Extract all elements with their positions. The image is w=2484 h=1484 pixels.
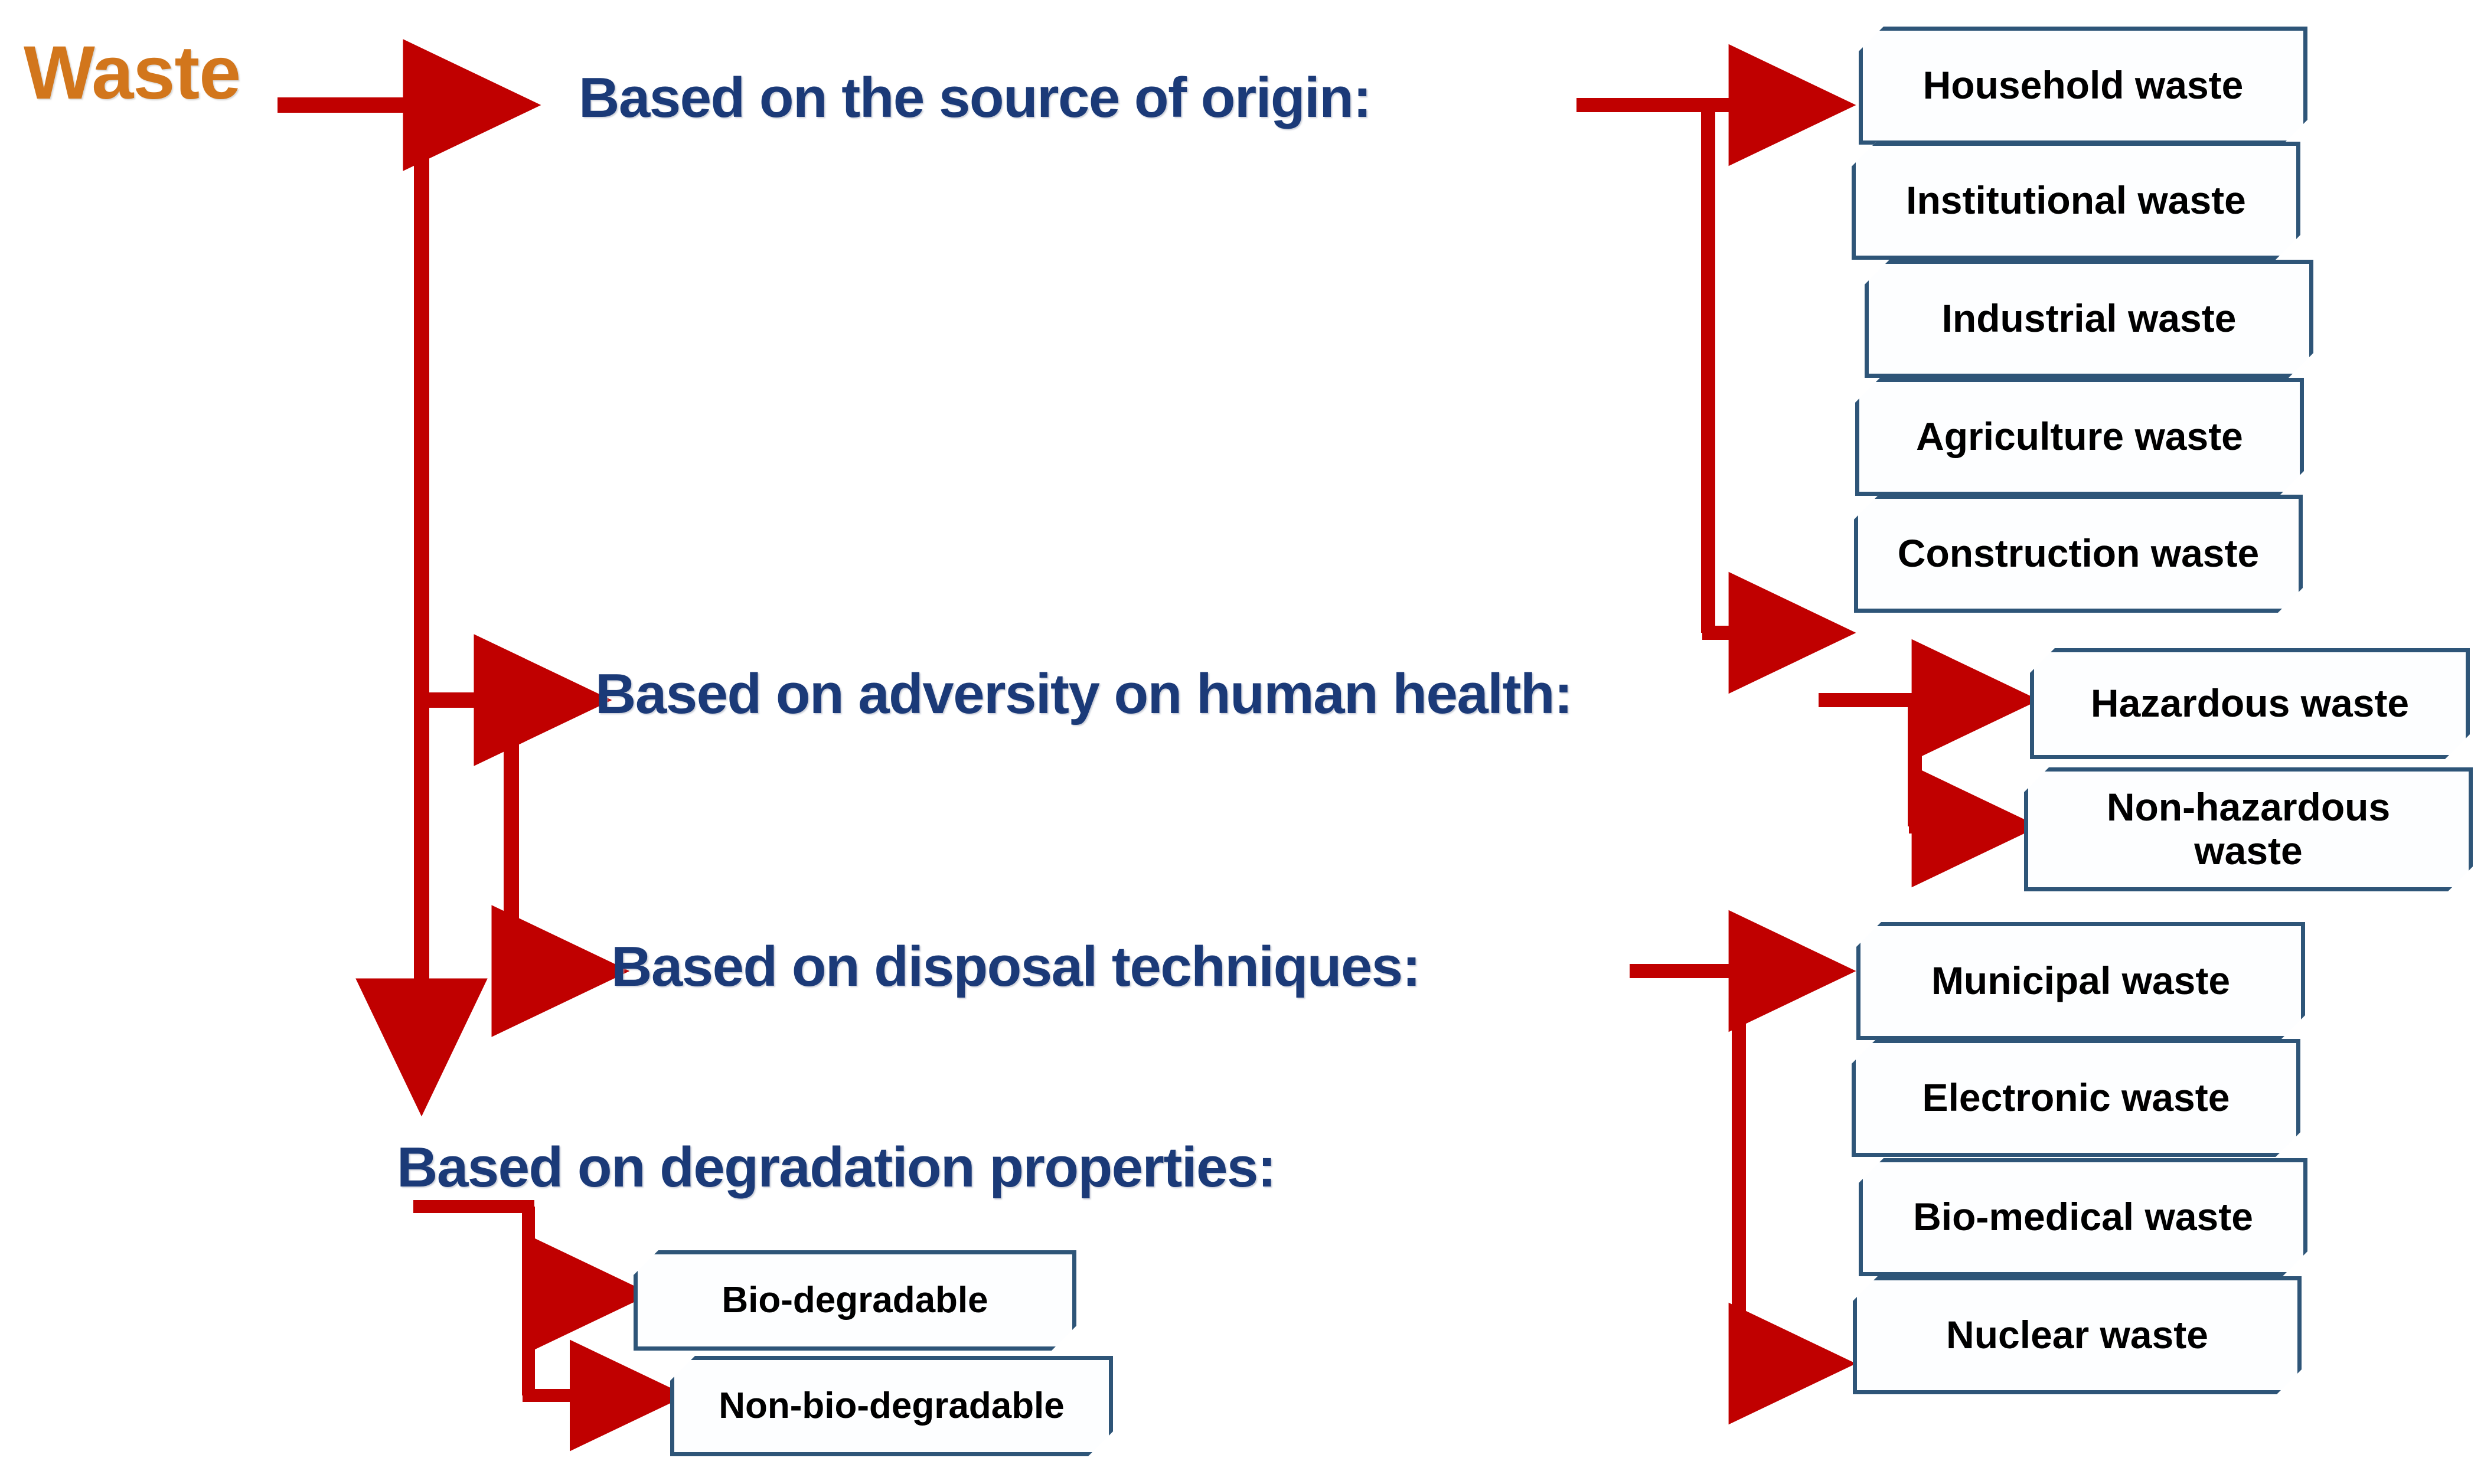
node-box-construction-waste[interactable]: Construction waste xyxy=(1854,495,2303,613)
node-box-institutional-waste[interactable]: Institutional waste xyxy=(1852,142,2300,260)
category-heading-disposal-techniques[interactable]: Based on disposal techniques: xyxy=(611,935,1421,998)
node-box-electronic-waste[interactable]: Electronic waste xyxy=(1852,1039,2300,1157)
node-label: Bio-degradable xyxy=(722,1280,988,1321)
node-box-non-hazardous-waste[interactable]: Non-hazardous waste xyxy=(2024,767,2473,891)
node-label: Electronic waste xyxy=(1922,1076,2230,1120)
node-label: Hazardous waste xyxy=(2090,681,2410,725)
node-box-nuclear-waste[interactable]: Nuclear waste xyxy=(1853,1276,2302,1394)
node-label: Construction waste xyxy=(1897,531,2260,576)
category-heading-degradation-properties[interactable]: Based on degradation properties: xyxy=(397,1136,1277,1199)
category-heading-source-of-origin[interactable]: Based on the source of origin: xyxy=(579,66,1372,129)
node-box-bio-degradable[interactable]: Bio-degradable xyxy=(634,1250,1076,1351)
node-box-hazardous-waste[interactable]: Hazardous waste xyxy=(2030,648,2470,759)
node-label: Agriculture waste xyxy=(1916,414,2243,459)
node-box-industrial-waste[interactable]: Industrial waste xyxy=(1865,260,2313,378)
category-heading-adversity-human-health[interactable]: Based on adversity on human health: xyxy=(595,662,1573,725)
node-box-agriculture-waste[interactable]: Agriculture waste xyxy=(1855,378,2304,496)
node-label: Non-bio-degradable xyxy=(719,1385,1065,1427)
node-label: Bio-medical waste xyxy=(1913,1195,2253,1239)
node-box-municipal-waste[interactable]: Municipal waste xyxy=(1856,922,2305,1040)
node-box-bio-medical-waste[interactable]: Bio-medical waste xyxy=(1859,1158,2307,1276)
node-label: Non-hazardous waste xyxy=(2106,785,2391,872)
node-label: Municipal waste xyxy=(1931,959,2231,1003)
node-label: Institutional waste xyxy=(1906,178,2246,223)
root-node-waste: Waste xyxy=(24,31,241,115)
node-label: Nuclear waste xyxy=(1946,1313,2208,1357)
node-label: Household waste xyxy=(1922,63,2244,107)
node-box-household-waste[interactable]: Household waste xyxy=(1859,27,2307,145)
node-label: Industrial waste xyxy=(1941,296,2237,341)
node-box-non-bio-degradable[interactable]: Non-bio-degradable xyxy=(670,1356,1113,1456)
